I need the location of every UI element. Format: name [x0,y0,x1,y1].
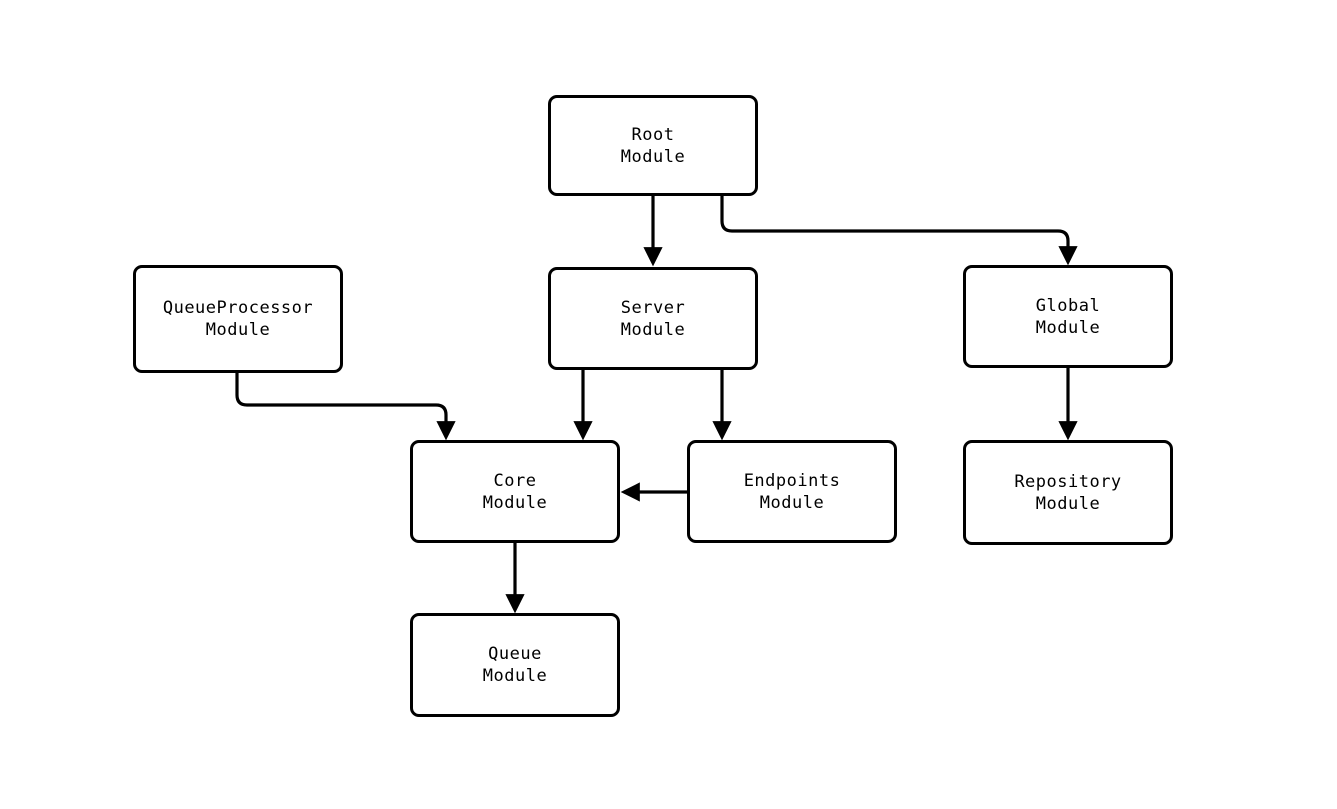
node-core-title: Core [493,470,537,491]
node-queueprocessor-subtitle: Module [205,320,271,340]
node-core[interactable]: Core Module [410,440,620,543]
node-queue-title: Queue [488,644,542,664]
node-repository-subtitle: Module [1035,493,1101,514]
node-queue[interactable]: Queue Module [410,613,620,717]
node-core-subtitle: Module [482,492,548,513]
node-endpoints-subtitle: Module [759,492,825,513]
node-queue-subtitle: Module [482,666,548,686]
node-root-title: Root [631,124,675,145]
node-queueprocessor-title: QueueProcessor [162,298,314,318]
node-root-subtitle: Module [620,146,686,167]
node-endpoints[interactable]: Endpoints Module [687,440,897,543]
node-repository[interactable]: Repository Module [963,440,1173,545]
node-root[interactable]: Root Module [548,95,758,196]
node-server-title: Server [620,297,686,318]
node-queueprocessor[interactable]: QueueProcessor Module [133,265,343,373]
node-global[interactable]: Global Module [963,265,1173,368]
edge-queueprocessor-core [235,373,456,441]
node-global-subtitle: Module [1035,317,1101,338]
node-endpoints-title: Endpoints [743,470,841,491]
node-server-subtitle: Module [620,319,686,340]
node-global-title: Global [1035,295,1101,316]
edge-root-global [720,196,1078,266]
node-repository-title: Repository [1014,471,1122,492]
node-server[interactable]: Server Module [548,267,758,370]
